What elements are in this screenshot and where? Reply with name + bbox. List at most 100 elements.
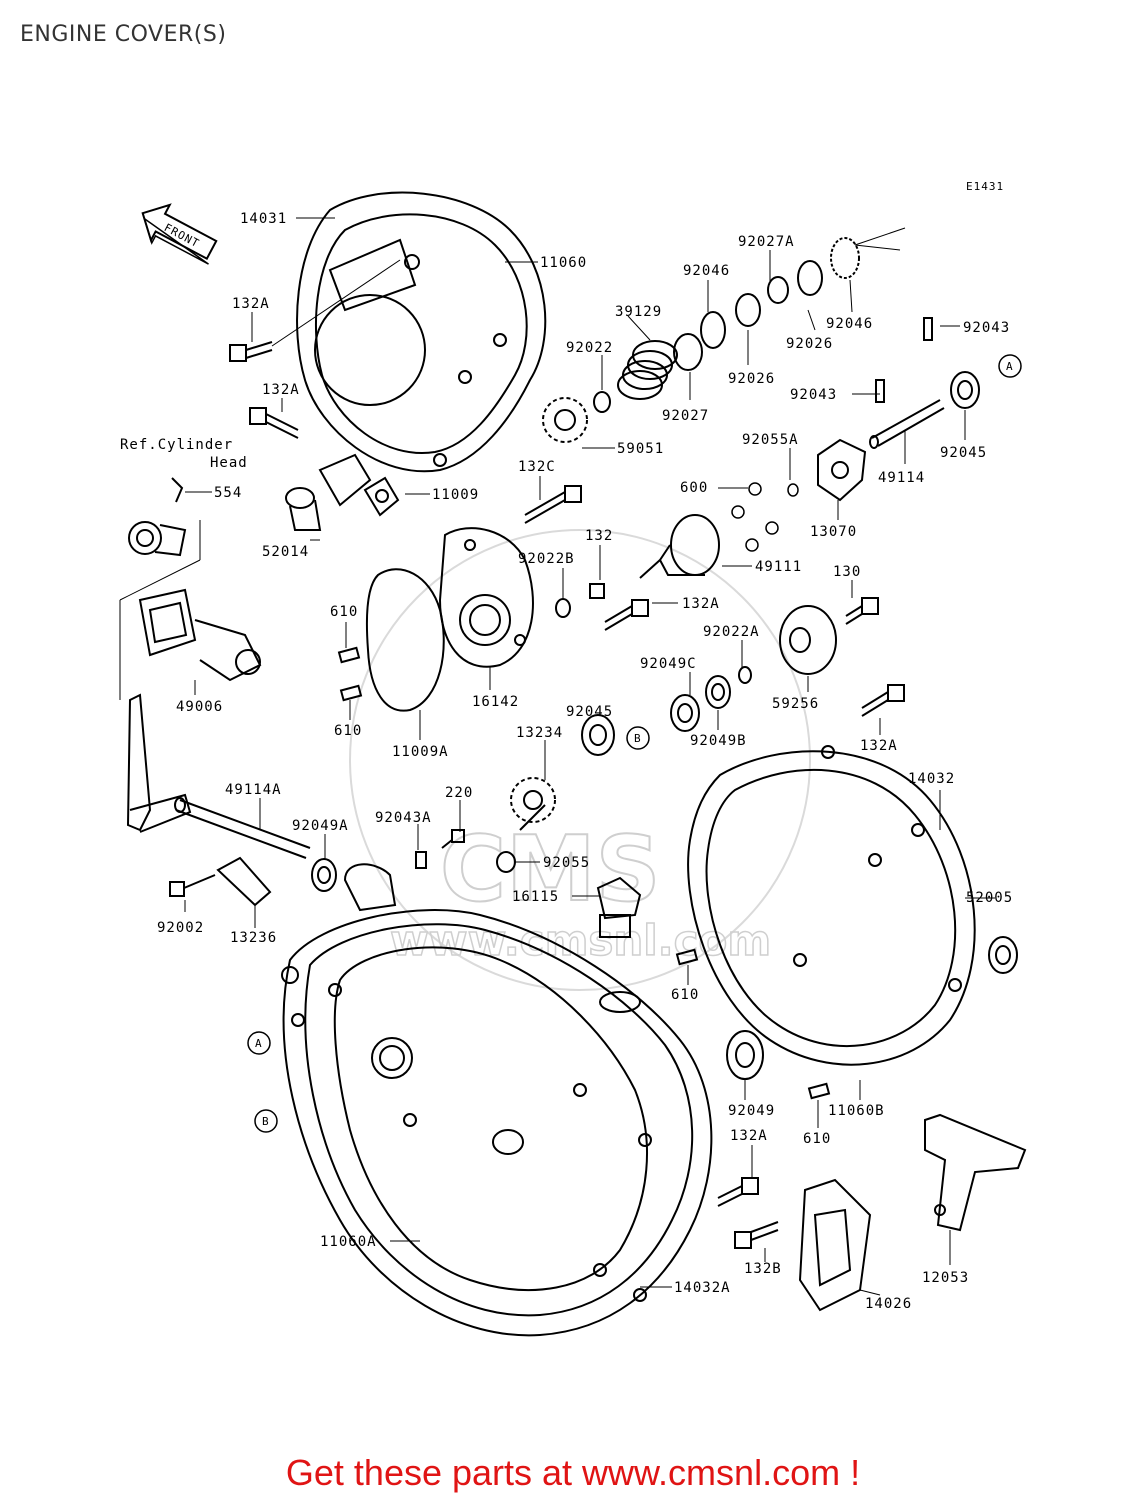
part-label: 59256 — [772, 696, 819, 712]
part-label: 14032 — [908, 771, 955, 787]
part-label: 92049A — [292, 818, 349, 834]
diagram-code: E1431 — [966, 180, 1004, 193]
part-label: 132B — [744, 1261, 782, 1277]
bolt-132a-right — [861, 684, 905, 717]
part-label: 11060A — [320, 1234, 377, 1250]
svg-text:A: A — [1006, 360, 1014, 373]
page-title: ENGINE COVER(S) — [20, 22, 227, 47]
part-label: 92027 — [662, 408, 709, 424]
part-label: 220 — [445, 785, 473, 801]
part-label: 49114A — [225, 782, 282, 798]
part-label: 132 — [585, 528, 613, 544]
dowel-pins — [337, 646, 831, 1100]
part-label: 92046 — [826, 316, 873, 332]
elbow-52014 — [285, 453, 372, 531]
gear-59051 — [542, 397, 588, 443]
part-label: 11060B — [828, 1103, 885, 1119]
part-label: 92043A — [375, 810, 432, 826]
washer-92022b — [555, 598, 571, 618]
callout-a-lower: A — [247, 1031, 271, 1055]
part-label: 13234 — [516, 725, 563, 741]
part-label: 132A — [262, 382, 300, 398]
part-label: 52005 — [966, 890, 1013, 906]
svg-text:B: B — [634, 732, 642, 745]
pins-92043 — [875, 317, 933, 403]
part-label: 92026 — [786, 336, 833, 352]
bolt-132a-lower — [717, 1177, 759, 1207]
part-label: 14031 — [240, 211, 287, 227]
part-labels: 14031 11060 132A 132A 554 52014 11009 13… — [157, 211, 1013, 1312]
part-label: 130 — [833, 564, 861, 580]
bolt-132b — [734, 1221, 779, 1249]
bearing-92045-upper — [950, 371, 980, 409]
elbow-lower — [343, 863, 397, 912]
plate-13236 — [169, 856, 272, 907]
gasket-11009 — [363, 476, 400, 517]
clutch-cover-14032 — [687, 745, 976, 1066]
leader-lines — [119, 217, 995, 1296]
bolt-132 — [589, 583, 605, 599]
part-label: 92022 — [566, 340, 613, 356]
part-label: 59051 — [617, 441, 664, 457]
bolt-132a-middle — [604, 599, 649, 631]
part-label: 610 — [334, 723, 362, 739]
part-label: 600 — [680, 480, 708, 496]
part-label: 92022B — [518, 551, 575, 567]
cylinder-head-gear — [128, 477, 187, 557]
governor-49111 — [639, 514, 720, 579]
part-label: 132A — [682, 596, 720, 612]
bolt-132c — [524, 485, 582, 524]
bracket-12053 — [924, 1113, 1027, 1232]
part-label: 11009 — [432, 487, 479, 503]
watermark: CMS www.cmsnl.com — [349, 529, 811, 991]
part-label: 92043 — [790, 387, 837, 403]
sprocket-cover-14026 — [798, 1178, 872, 1312]
bearings-middle — [581, 675, 731, 756]
part-label: 92049C — [640, 656, 697, 672]
washers-upper — [593, 237, 860, 413]
impeller-59256 — [738, 605, 837, 684]
bolt-132a-upper — [229, 259, 401, 362]
magneto-cover — [296, 191, 547, 473]
part-label: 49006 — [176, 699, 223, 715]
part-label: 92046 — [683, 263, 730, 279]
bearing-92049-lower — [726, 1030, 764, 1080]
part-label: 132A — [232, 296, 270, 312]
gasket-11009a — [365, 568, 445, 712]
ref-cylinder-head-line1: Ref.Cylinder — [120, 437, 233, 453]
part-label: 14032A — [674, 1280, 731, 1296]
part-label: 13236 — [230, 930, 277, 946]
part-label: 132A — [730, 1128, 768, 1144]
part-label: 92045 — [940, 445, 987, 461]
part-label: 16115 — [512, 889, 559, 905]
part-label: 49114 — [878, 470, 925, 486]
part-label: 13070 — [810, 524, 857, 540]
part-label: 49111 — [755, 559, 802, 575]
bearing-92049a — [311, 858, 337, 892]
part-label: 92049 — [728, 1103, 775, 1119]
part-label: 92022A — [703, 624, 760, 640]
shaft-49114a — [126, 693, 311, 859]
part-label: 610 — [671, 987, 699, 1003]
part-label: 52014 — [262, 544, 309, 560]
part-label: 11009A — [392, 744, 449, 760]
front-arrow-icon: FRONT — [141, 203, 218, 265]
part-label: 92045 — [566, 704, 613, 720]
part-label: 132C — [518, 459, 556, 475]
footer-link-text[interactable]: Get these parts at www.cmsnl.com ! — [285, 1452, 861, 1493]
gear-13234 — [510, 777, 556, 831]
watermark-logo: CMS — [440, 817, 660, 922]
part-label: 92055A — [742, 432, 799, 448]
part-label: 92027A — [738, 234, 795, 250]
oil-filler-cap-16115 — [596, 876, 642, 938]
bolt-130 — [845, 597, 879, 625]
part-label: 14026 — [865, 1296, 912, 1312]
bolt-132a-second — [249, 407, 299, 439]
crankcase-cover — [281, 909, 713, 1337]
part-label: 11060 — [540, 255, 587, 271]
svg-text:A: A — [255, 1037, 263, 1050]
part-label: 610 — [330, 604, 358, 620]
shaft-49114 — [869, 399, 945, 449]
part-label: 92026 — [728, 371, 775, 387]
